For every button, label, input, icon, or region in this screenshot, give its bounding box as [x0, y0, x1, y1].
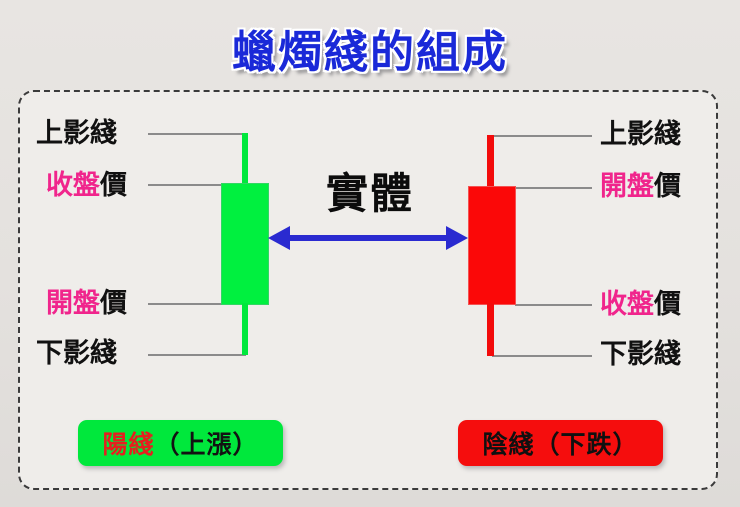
legend-bullish-name: 陽綫: [102, 430, 155, 459]
bullish-upper-shadow: [242, 133, 248, 185]
leader-line-left-upper-shadow: [148, 133, 246, 135]
leader-line-right-lower-shadow: [492, 355, 592, 357]
page-title: 蠟燭綫的組成: [232, 27, 508, 78]
leader-line-right-upper-shadow: [492, 135, 592, 137]
legend-bullish-badge[interactable]: 陽綫（上漲）: [78, 420, 283, 466]
label-left-open-price: 開盤價: [46, 290, 127, 317]
double-arrow-icon: [268, 226, 468, 250]
bearish-candle-body: [468, 186, 516, 305]
legend-bearish-badge[interactable]: 陰綫（下跌）: [458, 420, 663, 466]
label-right-close-price-accent: 收盤: [600, 289, 654, 320]
label-left-close-price: 收盤價: [46, 172, 127, 199]
bearish-lower-shadow: [487, 303, 494, 356]
label-right-close-price: 收盤價: [600, 291, 681, 318]
label-left-lower-shadow: 下影綫: [36, 340, 117, 367]
label-right-lower-shadow: 下影綫: [600, 341, 681, 368]
label-left-upper-shadow: 上影綫: [36, 120, 117, 147]
leader-line-left-lower-shadow: [148, 354, 246, 356]
label-candle-body: 實體: [325, 169, 414, 218]
label-right-upper-shadow: 上影綫: [600, 121, 681, 148]
label-right-upper-shadow-text: 上影綫: [600, 119, 681, 150]
label-right-lower-shadow-text: 下影綫: [600, 339, 681, 370]
bullish-lower-shadow: [242, 303, 248, 355]
label-left-close-price-tail: 價: [100, 170, 127, 201]
label-left-close-price-accent: 收盤: [46, 170, 100, 201]
bullish-candle-body: [221, 183, 269, 305]
legend-bearish-text: 陰綫（下跌）: [482, 430, 639, 459]
bearish-upper-shadow: [487, 135, 494, 188]
label-right-open-price-tail: 價: [654, 171, 681, 202]
label-right-open-price: 開盤價: [600, 173, 681, 200]
label-left-lower-shadow-text: 下影綫: [36, 338, 117, 369]
legend-bullish-meaning: （上漲）: [154, 430, 259, 459]
leader-line-left-open-price: [148, 303, 223, 305]
label-left-upper-shadow-text: 上影綫: [36, 118, 117, 149]
leader-line-right-open-price: [515, 187, 592, 189]
label-right-close-price-tail: 價: [654, 289, 681, 320]
label-left-open-price-tail: 價: [100, 288, 127, 319]
leader-line-right-close-price: [515, 304, 592, 306]
leader-line-left-close-price: [148, 184, 223, 186]
label-left-open-price-accent: 開盤: [46, 288, 100, 319]
label-right-open-price-accent: 開盤: [600, 171, 654, 202]
